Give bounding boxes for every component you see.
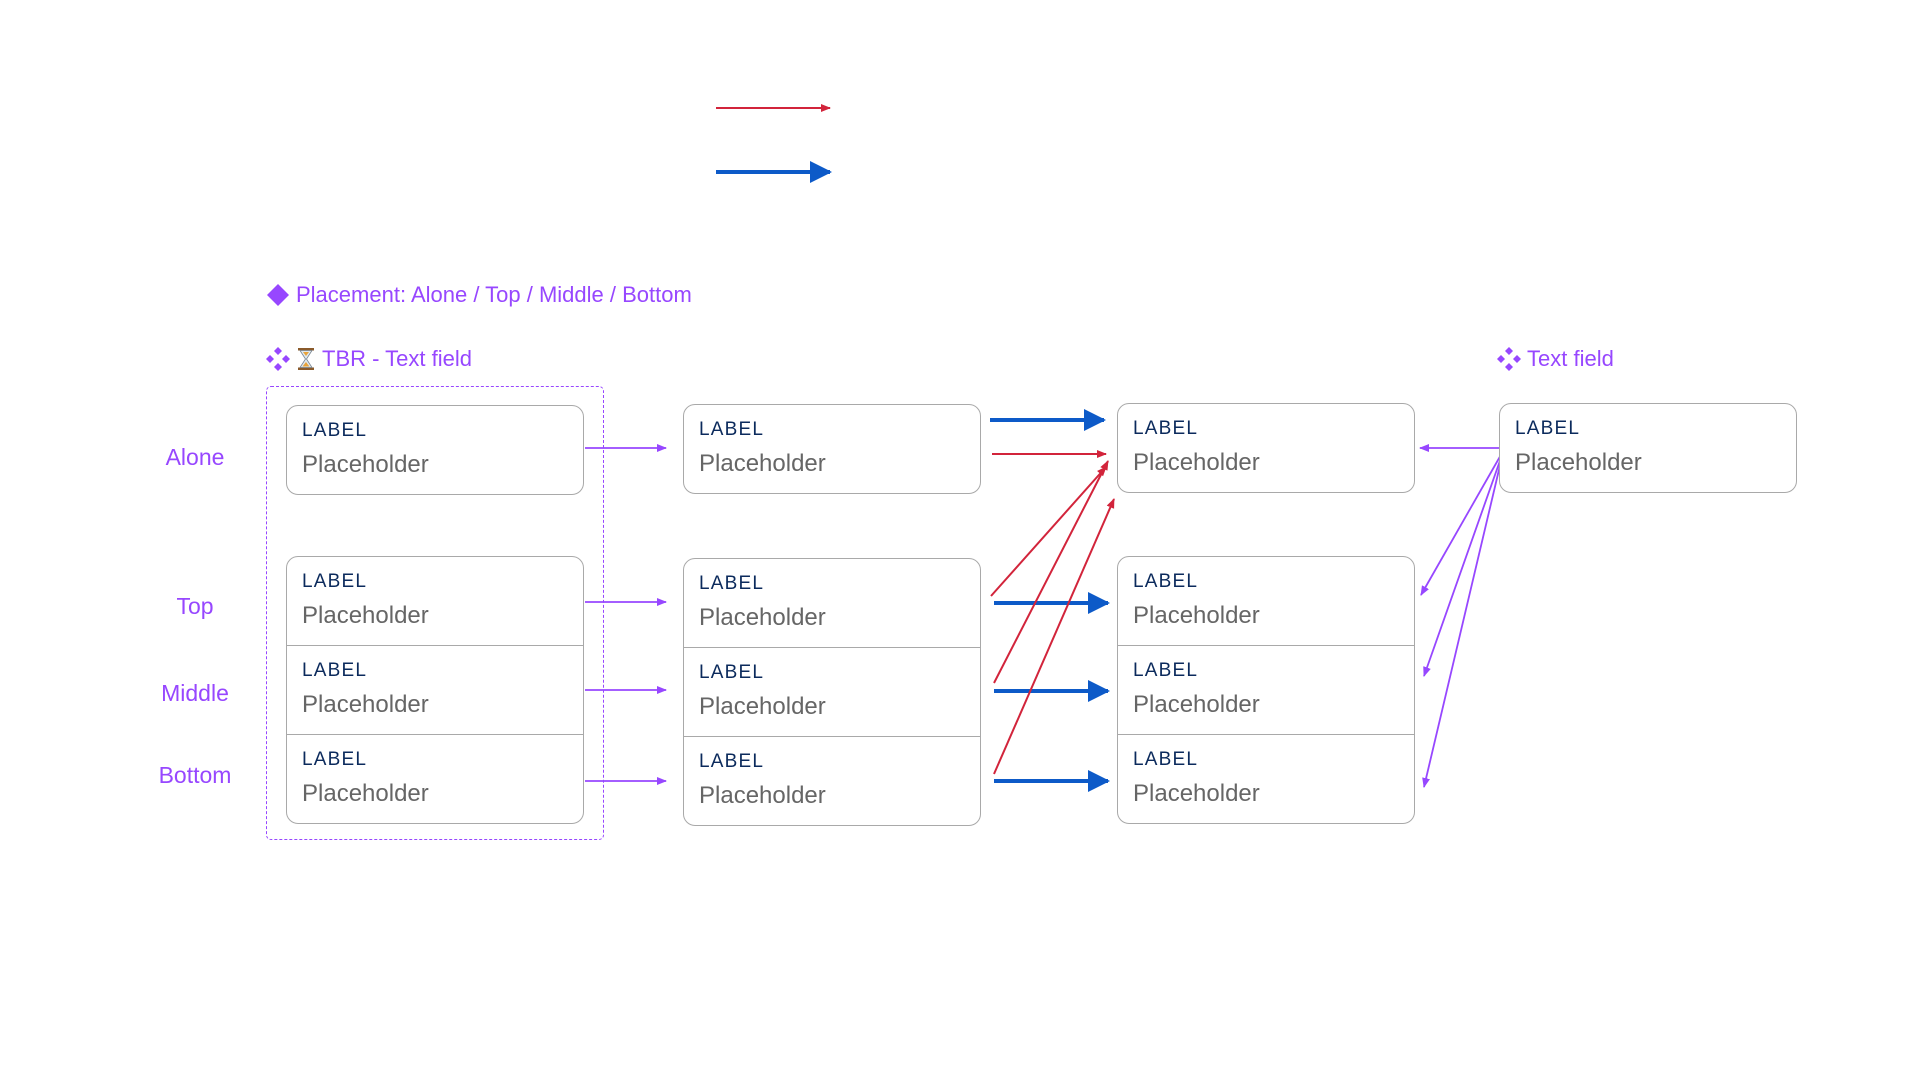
- field-label: LABEL: [302, 749, 368, 770]
- intermediate-text-field-alone[interactable]: LABEL Placeholder: [683, 404, 981, 494]
- field-placeholder: Placeholder: [699, 604, 826, 631]
- field-placeholder: Placeholder: [699, 450, 826, 477]
- text-field-cell-top[interactable]: LABEL Placeholder: [287, 557, 583, 646]
- field-label: LABEL: [699, 662, 765, 683]
- arrow-textfield-middle: [1423, 454, 1503, 677]
- tbr-heading: TBR - Text field: [266, 347, 472, 371]
- text-field-cell-bottom[interactable]: LABEL Placeholder: [684, 737, 980, 825]
- tbr-text-field-group: LABEL Placeholder LABEL Placeholder LABE…: [286, 556, 584, 824]
- row-label-alone: Alone: [165, 444, 225, 470]
- tbr-heading-text: TBR - Text field: [322, 346, 472, 371]
- arrow-red-top: [990, 466, 1107, 597]
- text-field-component[interactable]: LABEL Placeholder: [1499, 403, 1797, 493]
- field-label: LABEL: [699, 419, 765, 440]
- text-field-cell-bottom[interactable]: LABEL Placeholder: [287, 735, 583, 823]
- text-field-cell-middle[interactable]: LABEL Placeholder: [287, 646, 583, 735]
- row-label-middle: Middle: [161, 680, 229, 706]
- field-placeholder: Placeholder: [1133, 691, 1260, 718]
- component-set-icon: [266, 347, 290, 371]
- text-field-cell-middle[interactable]: LABEL Placeholder: [684, 648, 980, 737]
- field-placeholder: Placeholder: [1133, 780, 1260, 807]
- row-label-top: Top: [176, 593, 214, 619]
- text-field-cell-bottom[interactable]: LABEL Placeholder: [1118, 735, 1414, 823]
- field-label: LABEL: [302, 420, 368, 441]
- field-placeholder: Placeholder: [1133, 449, 1260, 476]
- placement-heading: Placement: Alone / Top / Middle / Bottom: [266, 283, 692, 307]
- field-placeholder: Placeholder: [302, 451, 429, 478]
- arrow-red-bottom: [993, 498, 1115, 775]
- field-label: LABEL: [302, 660, 368, 681]
- field-placeholder: Placeholder: [302, 780, 429, 807]
- tbr-component-frame: [266, 386, 604, 840]
- field-placeholder: Placeholder: [302, 602, 429, 629]
- component-set-icon: [1497, 347, 1521, 371]
- component-diamond-icon: [267, 284, 289, 306]
- field-label: LABEL: [699, 573, 765, 594]
- field-label: LABEL: [1133, 660, 1199, 681]
- text-field-cell[interactable]: LABEL Placeholder: [287, 406, 583, 494]
- field-label: LABEL: [302, 571, 368, 592]
- text-field-cell-top[interactable]: LABEL Placeholder: [684, 559, 980, 648]
- field-placeholder: Placeholder: [699, 782, 826, 809]
- text-field-cell-middle[interactable]: LABEL Placeholder: [1118, 646, 1414, 735]
- field-placeholder: Placeholder: [302, 691, 429, 718]
- placement-heading-text: Placement: Alone / Top / Middle / Bottom: [296, 282, 692, 307]
- text-field-heading-text: Text field: [1527, 346, 1614, 371]
- field-label: LABEL: [1133, 749, 1199, 770]
- target-text-field-alone[interactable]: LABEL Placeholder: [1117, 403, 1415, 493]
- field-placeholder: Placeholder: [699, 693, 826, 720]
- text-field-cell-top[interactable]: LABEL Placeholder: [1118, 557, 1414, 646]
- field-label: LABEL: [1133, 418, 1199, 439]
- text-field-cell[interactable]: LABEL Placeholder: [1500, 404, 1796, 492]
- arrow-red-middle: [993, 460, 1109, 684]
- hourglass-icon: [298, 348, 314, 370]
- intermediate-text-field-group: LABEL Placeholder LABEL Placeholder LABE…: [683, 558, 981, 826]
- text-field-cell[interactable]: LABEL Placeholder: [1118, 404, 1414, 492]
- field-placeholder: Placeholder: [1133, 602, 1260, 629]
- field-label: LABEL: [1515, 418, 1581, 439]
- arrow-textfield-top: [1420, 452, 1503, 596]
- row-label-bottom: Bottom: [158, 762, 232, 788]
- text-field-cell[interactable]: LABEL Placeholder: [684, 405, 980, 493]
- field-label: LABEL: [699, 751, 765, 772]
- field-placeholder: Placeholder: [1515, 449, 1642, 476]
- text-field-heading: Text field: [1497, 347, 1614, 371]
- target-text-field-group: LABEL Placeholder LABEL Placeholder LABE…: [1117, 556, 1415, 824]
- tbr-text-field-alone[interactable]: LABEL Placeholder: [286, 405, 584, 495]
- arrow-textfield-bottom: [1422, 456, 1503, 788]
- field-label: LABEL: [1133, 571, 1199, 592]
